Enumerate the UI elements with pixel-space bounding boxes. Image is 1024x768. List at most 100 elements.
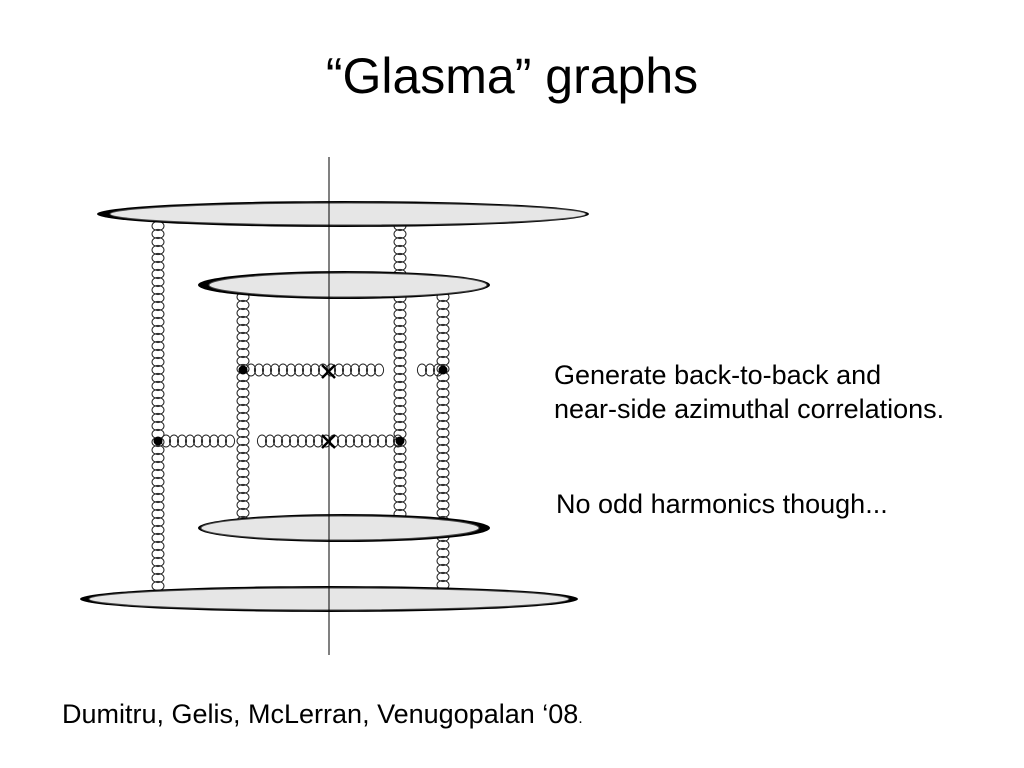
gluon-coil-icon <box>236 403 250 415</box>
gluon-coil-icon <box>151 244 165 256</box>
gluon-coil-icon <box>352 434 364 448</box>
gluon-coil-icon <box>151 452 165 464</box>
gluon-coil-icon <box>151 364 165 376</box>
gluon-coil-icon <box>216 434 228 448</box>
note-line-2: near-side azimuthal correlations. <box>554 394 945 424</box>
gluon-coil-icon <box>393 452 407 464</box>
gluon-coil-icon <box>151 532 165 544</box>
gluon-coil-icon <box>288 434 300 448</box>
gluon-coil-icon <box>151 500 165 512</box>
gluon-coil-icon <box>393 420 407 432</box>
gluon-coil-icon <box>269 363 281 377</box>
gluon-coil-icon <box>393 300 407 312</box>
gluon-coil-icon <box>151 404 165 416</box>
gluon-coil-icon <box>151 548 165 560</box>
gluon-coil-icon <box>393 228 407 240</box>
gluon-coil-icon <box>436 307 450 319</box>
gluon-coil-icon <box>151 484 165 496</box>
gluon-coil-icon <box>436 507 450 519</box>
gluon-coil-icon <box>393 356 407 368</box>
gluon-coil-icon <box>301 363 313 377</box>
citation-text: Dumitru, Gelis, McLerran, Venugopalan ‘0… <box>62 699 579 729</box>
gluon-coil-icon <box>368 434 380 448</box>
gluon-coil-icon <box>312 434 324 448</box>
gluon-coil-icon <box>224 434 236 448</box>
gluon-coil-icon <box>436 491 450 503</box>
vertex-dot-icon <box>238 365 248 375</box>
gluon-coil-icon <box>424 363 436 377</box>
gluon-coil-icon <box>151 468 165 480</box>
gluon-coil-icon <box>360 434 372 448</box>
gluon-coil-icon <box>151 236 165 248</box>
gluon-coil-icon <box>293 363 305 377</box>
gluon-coil-icon <box>151 292 165 304</box>
slide-title: “Glasma” graphs <box>325 48 699 104</box>
gluon-coil-icon <box>151 252 165 264</box>
gluon-coil-icon <box>436 403 450 415</box>
gluon-coil-icon <box>393 468 407 480</box>
gluon-coil-icon <box>280 434 292 448</box>
gluon-coil-icon <box>151 228 165 240</box>
gluon-coil-icon <box>393 324 407 336</box>
gluon-coil-icon <box>436 315 450 327</box>
gluon-coil-icon <box>236 307 250 319</box>
note-line-1: Generate back-to-back and <box>554 360 882 390</box>
gluon-coil-icon <box>393 244 407 256</box>
gluon-coil-icon <box>436 499 450 511</box>
gluon-coil-icon <box>393 476 407 488</box>
gluon-coil-icon <box>151 380 165 392</box>
gluon-coil-icon <box>151 516 165 528</box>
gluon-coil-icon <box>436 475 450 487</box>
top-small-source-fill <box>208 272 488 298</box>
vertex-dots <box>153 365 448 446</box>
citation: Dumitru, Gelis, McLerran, Venugopalan ‘0… <box>62 697 583 736</box>
gluon-coil-icon <box>393 404 407 416</box>
gluon-coil-icon <box>393 484 407 496</box>
gluon-coil-icon <box>384 434 396 448</box>
gluon-coil-icon <box>236 347 250 359</box>
gluon-coil-icon <box>184 434 196 448</box>
gluon-coil-icon <box>236 299 250 311</box>
gluon-coil-icon <box>176 434 188 448</box>
cut-crosses <box>321 364 336 449</box>
gluon-coil-icon <box>349 363 361 377</box>
gluon-coil-icon <box>373 363 385 377</box>
gluon-coil-icon <box>236 451 250 463</box>
gluon-coil-icon <box>151 564 165 576</box>
gluon-coil-icon <box>236 323 250 335</box>
gluon-coil-icon <box>436 347 450 359</box>
gluon-coil-icon <box>393 396 407 408</box>
gluon-coil-icon <box>393 260 407 272</box>
gluon-coil-icon <box>236 379 250 391</box>
cross-icon <box>321 364 336 379</box>
gluon-coil-icon <box>256 434 268 448</box>
gluon-coil-icon <box>436 571 450 583</box>
gluon-coil-icon <box>236 467 250 479</box>
gluon-coil-icon <box>296 434 308 448</box>
gluon-coil-icon <box>151 508 165 520</box>
gluon-coil-icon <box>261 363 273 377</box>
cross-icon <box>321 434 336 449</box>
gluon-coil-icon <box>151 492 165 504</box>
top-large-source-fill <box>109 202 587 226</box>
vertex-dot-icon <box>438 365 448 375</box>
gluon-coil-icon <box>393 348 407 360</box>
gluon-coil-icon <box>436 555 450 567</box>
gluon-coil-icon <box>436 419 450 431</box>
vertex-dot-icon <box>395 436 405 446</box>
gluon-coil-icon <box>264 434 276 448</box>
gluon-coil-icon <box>393 492 407 504</box>
gluon-coil-icon <box>151 540 165 552</box>
bottom-small-source-fill <box>200 515 480 541</box>
gluon-coil-icon <box>151 268 165 280</box>
gluon-coil-icon <box>393 236 407 248</box>
gluon-coil-icon <box>151 324 165 336</box>
gluon-coil-icon <box>344 434 356 448</box>
gluon-coil-icon <box>200 434 212 448</box>
gluon-coil-icon <box>436 459 450 471</box>
gluon-coil-icon <box>436 411 450 423</box>
gluon-coil-icon <box>236 387 250 399</box>
gluon-coil-icon <box>436 339 450 351</box>
gluon-coil-icon <box>436 451 450 463</box>
